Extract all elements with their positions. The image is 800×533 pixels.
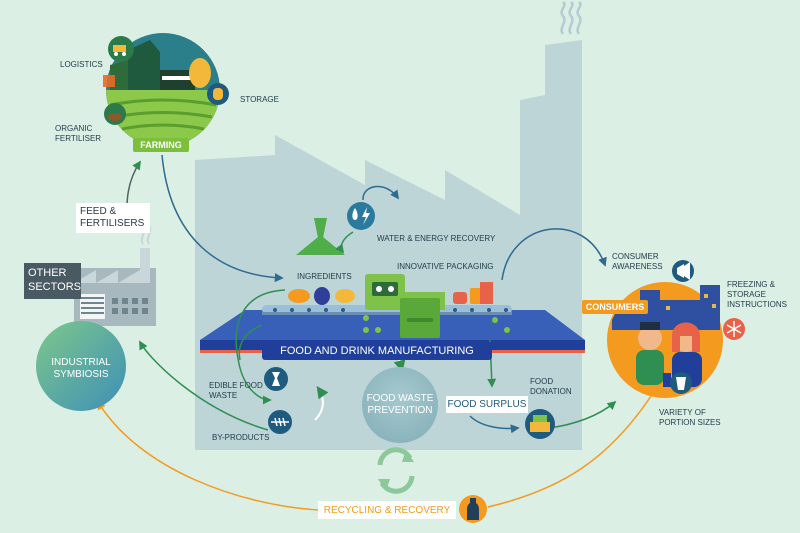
water-energy-icon [347, 202, 375, 230]
consumer-awareness-label: CONSUMER AWARENESS [612, 252, 663, 271]
other-sectors-factory [74, 225, 156, 326]
food-waste-prevention-circle [362, 367, 438, 443]
flow-arrows [97, 154, 656, 511]
freezing-storage-label: FREEZING & STORAGE INSTRUCTIONS [727, 280, 787, 309]
edible-food-waste-label: EDIBLE FOOD WASTE [209, 381, 263, 400]
storage-icon [207, 83, 229, 105]
logistics-icon [108, 36, 134, 62]
bottle-icon [459, 495, 487, 523]
processing-machine [363, 274, 510, 338]
food-box-icon [525, 409, 555, 439]
industrial-symbiosis-circle [36, 321, 126, 411]
logistics-label: LOGISTICS [60, 60, 103, 69]
megaphone-icon [672, 260, 694, 282]
droplet-icon [352, 208, 358, 220]
recycling-recovery-box [318, 501, 456, 519]
storage-label: STORAGE [240, 95, 279, 104]
recycling-recovery-label: RECYCLING & RECOVERY [323, 505, 451, 516]
recycle-icon [377, 447, 415, 494]
organic-fertiliser-icon [104, 103, 126, 125]
food-waste-prevention-label: FOOD WASTE PREVENTION [366, 393, 434, 416]
feed-fertilisers-box [76, 203, 150, 233]
variety-portion-label: VARIETY OF PORTION SIZES [659, 408, 721, 427]
food-surplus-label: FOOD SURPLUS [447, 399, 527, 410]
other-sectors-label: OTHER SECTORS [28, 267, 81, 293]
water-energy-recovery-label: WATER & ENERGY RECOVERY [377, 234, 496, 243]
organic-fertiliser-label: ORGANIC FERTILISER [55, 124, 102, 143]
farming-badge [133, 138, 189, 152]
chimney-smoke [560, 1, 582, 35]
consumers-badge [582, 300, 648, 314]
apple-core-icon [264, 367, 288, 391]
manufacturing-title: FOOD AND DRINK MANUFACTURING [262, 342, 492, 360]
innovative-packaging-label: INNOVATIVE PACKAGING [397, 262, 494, 271]
industrial-symbiosis-label: INDUSTRIAL SYMBIOSIS [51, 357, 111, 380]
lightning-icon [362, 207, 370, 225]
by-products-label: BY-PRODUCTS [212, 433, 270, 442]
consumers-illustration [607, 282, 723, 398]
farming-illustration [103, 33, 220, 147]
ingredients-funnel-icon [296, 218, 345, 255]
food-items [288, 282, 493, 305]
other-sectors-box [24, 263, 81, 299]
fish-bone-icon [268, 410, 292, 434]
food-surplus-box [446, 396, 528, 413]
snowflake-icon [723, 318, 745, 340]
feed-fertilisers-label: FEED & FERTILISERS [80, 206, 145, 229]
ingredients-label: INGREDIENTS [297, 272, 352, 281]
farming-title: FARMING [140, 140, 182, 150]
consumers-title: CONSUMERS [585, 302, 645, 312]
cup-icon [670, 372, 692, 394]
food-donation-label: FOOD DONATION [530, 377, 572, 396]
